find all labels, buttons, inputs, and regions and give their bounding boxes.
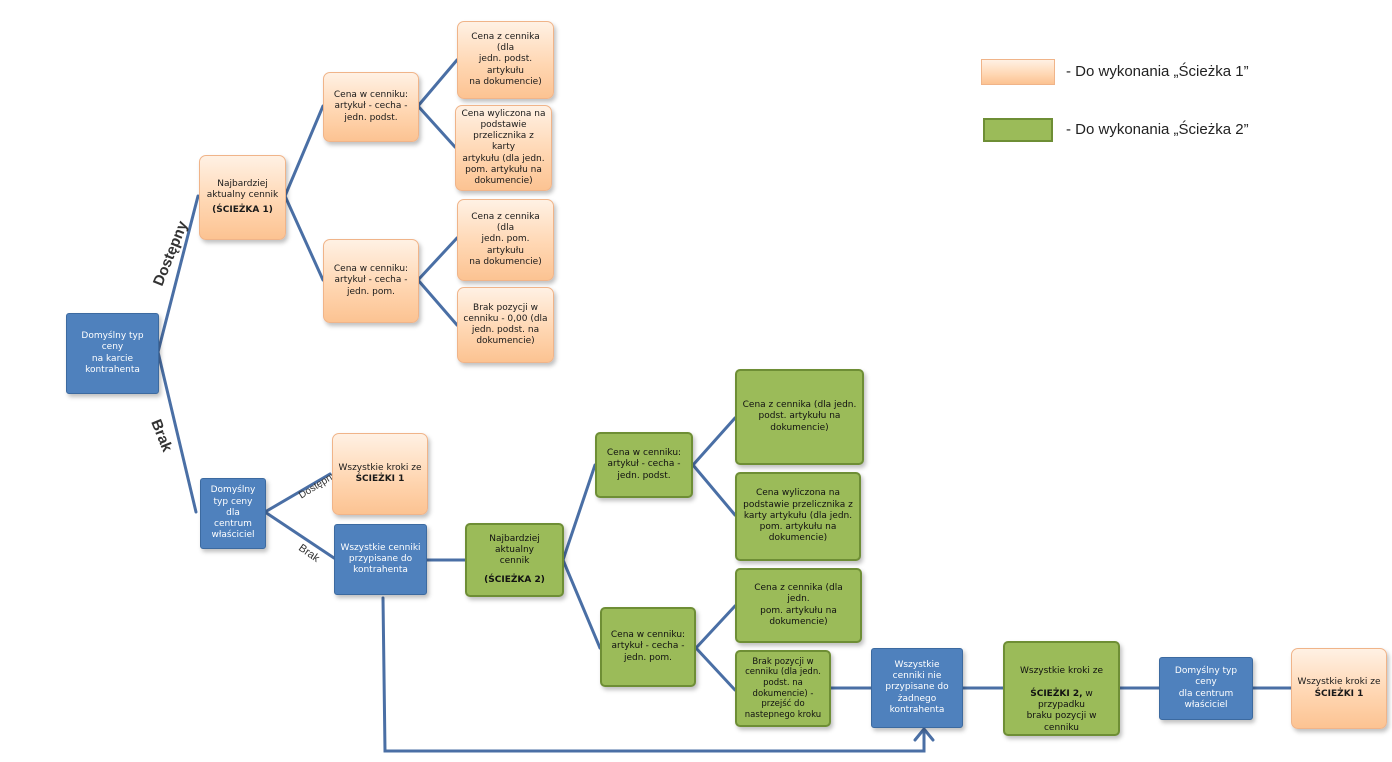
- connector-p2base-to-price: [691, 416, 737, 467]
- node-p1-aux-unit: Cena w cenniku: artykuł - cecha - jedn. …: [323, 239, 419, 323]
- legend-path1-label: - Do wykonania „Ścieżka 1”: [1066, 63, 1249, 80]
- node-p1-base-calculated: Cena wyliczona na podstawie przelicznika…: [455, 105, 552, 191]
- node-all-steps-path2-rest: w przypadku braku pozycji w cenniku (dla…: [1018, 688, 1105, 734]
- connector-owner-to-assigned: [263, 510, 336, 560]
- node-all-steps-path1-text: Wszystkie kroki ze: [338, 462, 422, 473]
- connector-assigned-loop: [381, 596, 926, 753]
- node-root-default-price-type: Domyślny typ ceny na karcie kontrahenta: [66, 313, 159, 394]
- node-owner-center-default-price-2: Domyślny typ ceny dla centrum właściciel: [1159, 657, 1253, 720]
- node-all-steps-path1-end: Wszystkie kroki ze ŚCIEŻKI 1: [1291, 648, 1387, 729]
- connector-owner-to-path1: [263, 472, 332, 514]
- node-p1-missing-position: Brak pozycji w cenniku - 0,00 (dla jedn.…: [457, 287, 554, 363]
- arrowhead-unassigned: [913, 726, 935, 742]
- connector-p2aux-to-price: [694, 604, 737, 650]
- connector-latest2-to-aux: [561, 558, 602, 650]
- connector-root-to-latest1: [156, 194, 200, 354]
- node-latest-pricelist-path2: Najbardziej aktualny cennik (ŚCIEŻKA 2): [465, 523, 564, 597]
- node-all-steps-path1-tag: ŚCIEŻKI 1: [355, 474, 405, 484]
- connector-p2aux-to-missing: [694, 646, 737, 692]
- connector-latest2-to-base: [561, 463, 597, 562]
- connector-root-to-owner: [156, 350, 198, 514]
- node-p2-missing-position: Brak pozycji w cenniku (dla jedn. podst.…: [735, 650, 831, 727]
- node-p1-base-price: Cena z cennika (dla jedn. podst. artykuł…: [457, 21, 554, 99]
- legend-path2-swatch: [983, 118, 1053, 142]
- node-assigned-pricelists: Wszystkie cenniki przypisane do kontrahe…: [334, 524, 427, 595]
- node-p2-aux-unit: Cena w cenniku: artykuł - cecha - jedn. …: [600, 607, 696, 687]
- connector-aux-to-missing: [416, 278, 459, 327]
- connector-p2base-to-calc: [691, 463, 737, 517]
- node-latest-pricelist-path1-tag: (ŚCIEŻKA 1): [212, 205, 273, 216]
- node-latest-pricelist-path1: Najbardziej aktualny cennik (ŚCIEŻKA 1): [199, 155, 286, 240]
- connector-aux-to-price: [416, 236, 459, 282]
- connector-base-to-price: [416, 58, 459, 108]
- node-p1-aux-price: Cena z cennika (dla jedn. pom. artykułu …: [457, 199, 554, 281]
- node-latest-pricelist-path2-tag: (ŚCIEŻKA 2): [484, 575, 545, 586]
- node-all-steps-path2-tag: ŚCIEŻKI 2,: [1030, 688, 1083, 699]
- node-all-steps-path2: Wszystkie kroki ze ŚCIEŻKI 2, w przypadk…: [1003, 641, 1120, 736]
- connector-base-to-calc: [416, 104, 457, 149]
- node-all-steps-path1-end-tag: ŚCIEŻKI 1: [1314, 688, 1364, 699]
- connector-latest1-to-aux: [283, 194, 325, 282]
- node-p1-base-unit: Cena w cenniku: artykuł - cecha - jedn. …: [323, 72, 419, 142]
- legend-path1-swatch: [981, 59, 1055, 85]
- node-all-steps-path1: Wszystkie kroki ze ŚCIEŻKI 1: [332, 433, 428, 515]
- node-p2-base-price: Cena z cennika (dla jedn. podst. artykuł…: [735, 369, 864, 465]
- node-all-steps-path2-pre: Wszystkie kroki ze: [1019, 666, 1104, 677]
- node-latest-pricelist-path2-text: Najbardziej aktualny cennik: [489, 533, 540, 567]
- connector-latest1-to-base: [283, 104, 325, 198]
- node-all-steps-path1-end-text: Wszystkie kroki ze: [1297, 677, 1381, 688]
- node-owner-center-default-price: Domyślny typ ceny dla centrum właściciel: [200, 478, 266, 549]
- node-p2-base-unit: Cena w cenniku: artykuł - cecha - jedn. …: [595, 432, 693, 498]
- node-unassigned-pricelists: Wszystkie cenniki nie przypisane do żadn…: [871, 648, 963, 728]
- node-p2-aux-price: Cena z cennika (dla jedn. pom. artykułu …: [735, 568, 862, 643]
- node-latest-pricelist-path1-text: Najbardziej aktualny cennik: [206, 178, 279, 200]
- node-p2-base-calculated: Cena wyliczona na podstawie przelicznika…: [735, 472, 861, 561]
- legend-path2-label: - Do wykonania „Ścieżka 2”: [1066, 121, 1249, 138]
